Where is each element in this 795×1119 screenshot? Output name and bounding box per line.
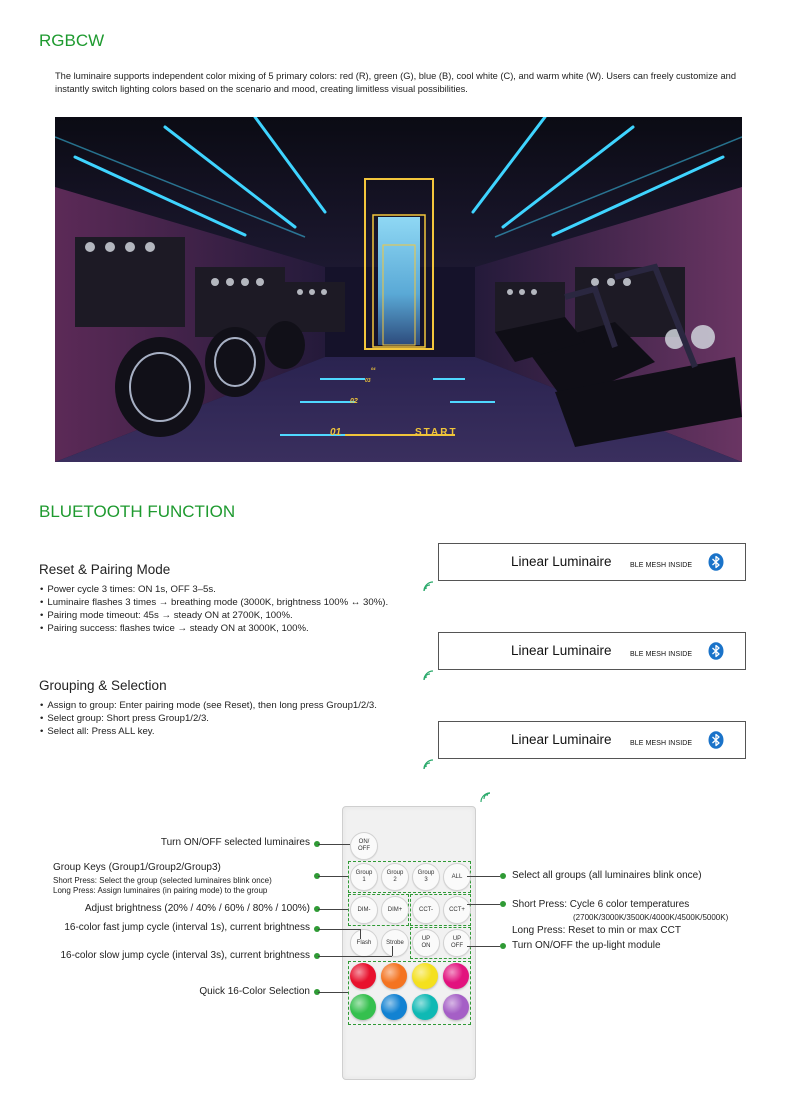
callout-fast-jump: 16-color fast jump cycle (interval 1s), … — [64, 922, 310, 933]
wireless-signal-icon — [423, 670, 434, 681]
wireless-signal-icon — [423, 759, 434, 770]
color-key-red[interactable] — [350, 963, 376, 989]
bluetooth-icon — [708, 553, 724, 571]
callout-dot — [314, 873, 320, 879]
color-key-magenta[interactable] — [443, 963, 469, 989]
callout-cct-values: (2700K/3000K/3500K/4000K/4500K/5000K) — [573, 913, 729, 922]
list-item: Select group: Short press Group1/2/3. — [40, 712, 440, 725]
list-item: Assign to group: Enter pairing mode (see… — [40, 699, 440, 712]
dim-minus-key[interactable]: DIM- — [350, 896, 378, 924]
list-item: Pairing mode timeout: 45s → steady ON at… — [40, 609, 440, 622]
color-key-orange[interactable] — [381, 963, 407, 989]
group3-key[interactable]: Group 3 — [412, 863, 440, 891]
gym-photo: 01 START 02 03 04 — [55, 117, 742, 462]
callout-uplight: Turn ON/OFF the up-light module — [512, 940, 661, 951]
reset-heading: Reset & Pairing Mode — [39, 562, 171, 577]
up-off-key[interactable]: UP OFF — [443, 929, 471, 957]
all-key[interactable]: ALL — [443, 863, 471, 891]
onoff-key[interactable]: ON/ OFF — [350, 832, 378, 860]
callout-group-title: Group Keys (Group1/Group2/Group3) — [53, 862, 221, 873]
ble-mesh-tag: BLE MESH INSIDE — [630, 740, 693, 747]
color-key-purple[interactable] — [443, 994, 469, 1020]
callout-all: Select all groups (all luminaires blink … — [512, 870, 702, 881]
luminaire-name: Linear Luminaire — [511, 732, 612, 747]
floor-mark-02: 02 — [350, 398, 358, 405]
bluetooth-icon — [708, 642, 724, 660]
remote-signal-icon — [480, 792, 491, 803]
grouping-list: Assign to group: Enter pairing mode (see… — [40, 699, 440, 738]
section-title-bluetooth: BLUETOOTH FUNCTION — [39, 502, 236, 521]
remote-control: ON/ OFF Group 1 Group 2 Group 3 ALL DIM-… — [342, 806, 476, 1080]
callout-group-long: Long Press: Assign luminaires (in pairin… — [53, 886, 268, 895]
list-item: Power cycle 3 times: ON 1s, OFF 3–5s. — [40, 583, 440, 596]
callout-dot — [500, 943, 506, 949]
callout-group-short: Short Press: Select the group (selected … — [53, 876, 272, 885]
cct-plus-key[interactable]: CCT+ — [443, 896, 471, 924]
list-item: Luminaire flashes 3 times → breathing mo… — [40, 596, 440, 609]
floor-mark-03: 03 — [365, 378, 371, 384]
floor-start-label: START — [415, 427, 458, 438]
callout-line — [318, 876, 348, 877]
reset-list: Power cycle 3 times: ON 1s, OFF 3–5s. Lu… — [40, 583, 440, 635]
luminaire-name: Linear Luminaire — [511, 643, 612, 658]
ble-mesh-tag: BLE MESH INSIDE — [630, 651, 693, 658]
callout-dot — [314, 953, 320, 959]
callout-line — [318, 992, 348, 993]
ble-mesh-tag: BLE MESH INSIDE — [630, 562, 693, 569]
list-item: Pairing success: flashes twice → steady … — [40, 622, 440, 635]
callout-dot — [500, 901, 506, 907]
rgbcw-description: The luminaire supports independent color… — [55, 71, 736, 94]
callout-line — [360, 929, 361, 939]
color-key-cyan[interactable] — [412, 994, 438, 1020]
bluetooth-icon — [708, 731, 724, 749]
callout-dot — [314, 926, 320, 932]
callout-line — [467, 904, 500, 905]
callout-cct-short: Short Press: Cycle 6 color temperatures — [512, 899, 690, 910]
luminaire-name: Linear Luminaire — [511, 554, 612, 569]
color-keys-outline — [348, 961, 471, 1025]
color-key-blue[interactable] — [381, 994, 407, 1020]
callout-cct-long: Long Press: Reset to min or max CCT — [512, 925, 681, 936]
group2-key[interactable]: Group 2 — [381, 863, 409, 891]
callout-slow-jump: 16-color slow jump cycle (interval 3s), … — [60, 950, 310, 961]
grouping-heading: Grouping & Selection — [39, 678, 167, 693]
callout-brightness: Adjust brightness (20% / 40% / 60% / 80%… — [84, 903, 310, 914]
floor-mark-04: 04 — [371, 366, 376, 371]
up-on-key[interactable]: UP ON — [412, 929, 440, 957]
callout-line — [392, 946, 393, 956]
callout-line — [318, 956, 392, 957]
callout-line — [467, 946, 500, 947]
flash-key[interactable]: Flash — [350, 929, 378, 957]
callout-dot — [314, 989, 320, 995]
callout-onoff: Turn ON/OFF selected luminaires — [160, 837, 310, 848]
cct-minus-key[interactable]: CCT- — [412, 896, 440, 924]
strobe-key[interactable]: Strobe — [381, 929, 409, 957]
callout-dot — [500, 873, 506, 879]
section-title-rgbcw: RGBCW — [39, 31, 105, 50]
callout-line — [318, 844, 350, 845]
luminaire-box-2: Linear Luminaire BLE MESH INSIDE — [438, 632, 746, 670]
callout-dot — [314, 841, 320, 847]
list-item: Select all: Press ALL key. — [40, 725, 440, 738]
dim-plus-key[interactable]: DIM+ — [381, 896, 409, 924]
color-key-green[interactable] — [350, 994, 376, 1020]
callout-line — [467, 876, 500, 877]
callout-line — [318, 929, 360, 930]
group1-key[interactable]: Group 1 — [350, 863, 378, 891]
callout-quick-color: Quick 16-Color Selection — [199, 986, 310, 997]
floor-mark-01: 01 — [330, 427, 342, 438]
wireless-signal-icon — [423, 581, 434, 592]
color-key-yellow[interactable] — [412, 963, 438, 989]
luminaire-box-3: Linear Luminaire BLE MESH INSIDE — [438, 721, 746, 759]
luminaire-box-1: Linear Luminaire BLE MESH INSIDE — [438, 543, 746, 581]
callout-line — [318, 909, 348, 910]
callout-dot — [314, 906, 320, 912]
